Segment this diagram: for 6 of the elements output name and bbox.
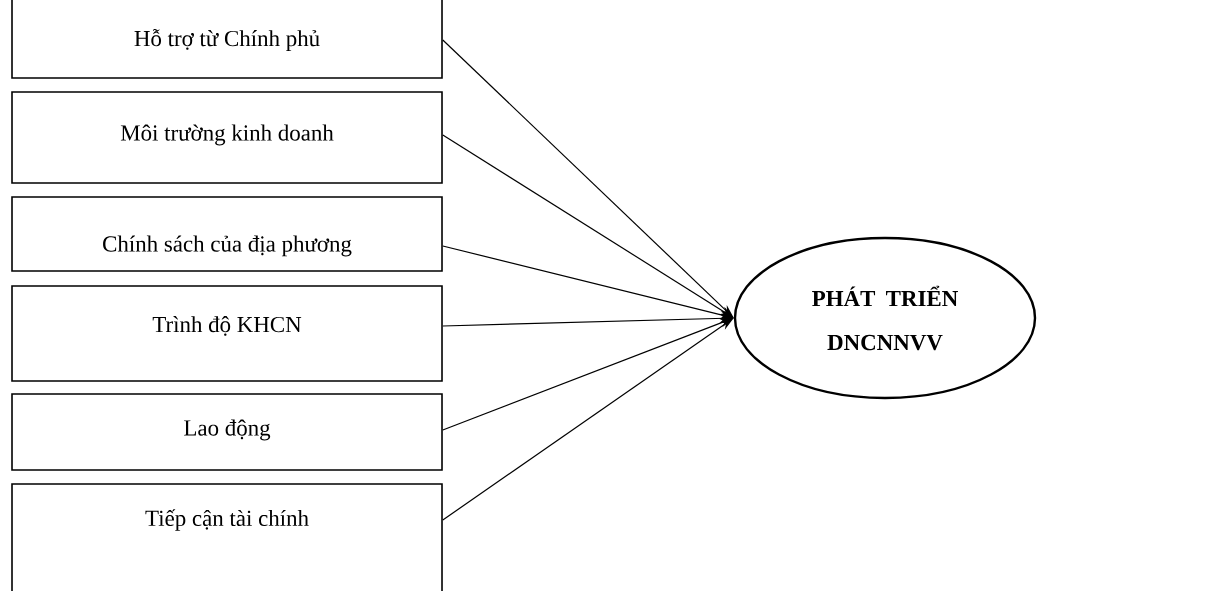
text-box: Môi trường kinh doanh (11, 91, 443, 184)
text-box: Tiếp cận tài chính (11, 483, 443, 591)
text-box: Trình độ KHCN (11, 285, 443, 382)
text-box: Hỗ trợ từ Chính phủ (11, 0, 443, 79)
text-box: Lao động (11, 393, 443, 471)
text-box: Chính sách của địa phương (11, 196, 443, 272)
